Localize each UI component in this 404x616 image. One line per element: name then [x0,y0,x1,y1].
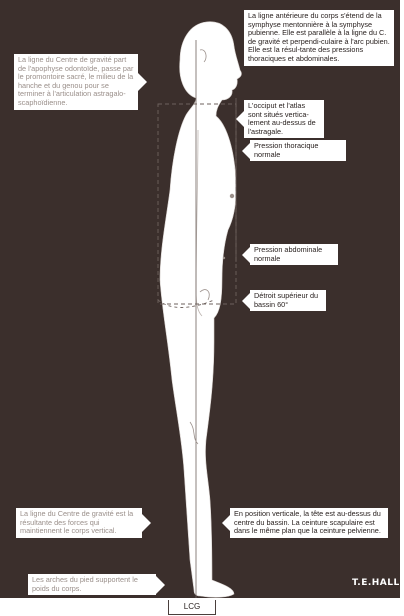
abdominal-pressure-callout: Pression abdominale normale [250,244,338,265]
pelvic-inlet-callout: Détroit supérieur du bassin 60° [250,290,326,311]
gravity-resultant-callout: La ligne du Centre de gravité est la rés… [16,508,142,538]
foot-arches-callout: Les arches du pied supportent le poids d… [28,574,156,595]
chest-mark [230,194,234,198]
navel-mark [223,257,225,259]
centre-gravity-origin-callout: La ligne du Centre de gravité part de l'… [14,54,138,110]
anterior-line-callout: La ligne antérieure du corps s'étend de … [244,10,394,66]
lcg-label: LCG [168,600,216,615]
thoracic-pressure-callout: Pression thoracique normale [250,140,346,161]
artist-signature: T.E.HALL [352,578,400,588]
vertical-position-callout: En position verticale, la tête est au-de… [230,508,388,538]
occiput-atlas-callout: L'occiput et l'atlas sont situés vertica… [244,100,324,138]
